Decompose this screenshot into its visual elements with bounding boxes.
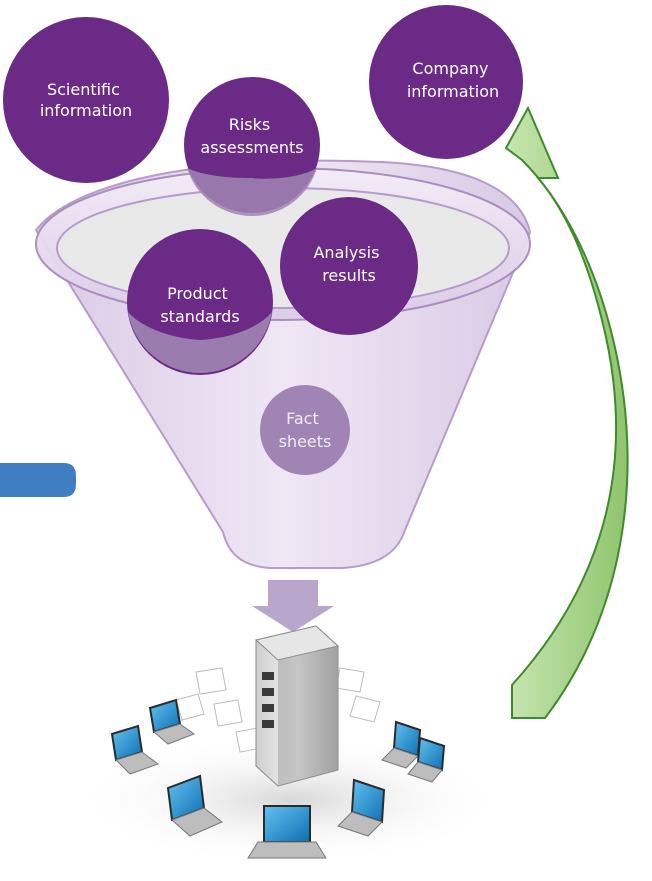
document-icon bbox=[175, 667, 381, 753]
laptop-icon bbox=[247, 805, 327, 859]
bubble-fact-sheets: Fact sheets bbox=[260, 385, 350, 475]
bubble-label: Scientific information bbox=[40, 80, 132, 120]
network-illustration bbox=[70, 625, 510, 865]
bubble-label: Risks assessments bbox=[200, 115, 303, 157]
feedback-arrow bbox=[504, 105, 629, 719]
bubble-label: Company information bbox=[407, 59, 499, 101]
bubble-product-standards: Product standards bbox=[127, 229, 273, 375]
server-icon bbox=[254, 625, 340, 787]
laptop-icon bbox=[337, 778, 386, 837]
bubble-analysis-results: Analysis results bbox=[280, 197, 418, 335]
laptop-icon bbox=[110, 724, 160, 775]
laptop-icon bbox=[407, 736, 446, 783]
funnel bbox=[34, 159, 532, 569]
bubble-company-information: Company information bbox=[369, 5, 523, 159]
bubble-label: Product standards bbox=[160, 284, 239, 326]
bubble-label: Fact sheets bbox=[279, 409, 332, 451]
laptop-icon bbox=[381, 720, 422, 769]
down-arrow bbox=[252, 580, 334, 632]
laptop-icon bbox=[166, 774, 223, 837]
laptop-icon bbox=[148, 698, 196, 745]
bubble-risks-assessments: Risks assessments bbox=[184, 77, 320, 217]
bubble-label: Analysis results bbox=[313, 243, 384, 285]
input-arrow bbox=[0, 463, 76, 497]
bubble-scientific-information: Scientific information bbox=[3, 17, 169, 183]
